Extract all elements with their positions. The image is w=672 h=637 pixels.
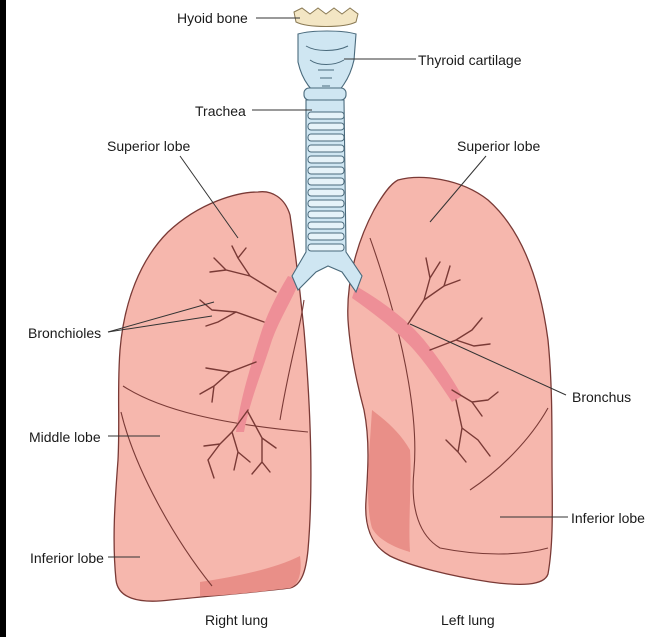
label-trachea: Trachea [195, 103, 246, 119]
tracheal-ring [307, 177, 345, 186]
label-right-lung: Right lung [205, 612, 269, 628]
tracheal-ring [307, 155, 345, 164]
tracheal-ring [307, 122, 345, 131]
tracheal-ring [307, 133, 345, 142]
bronchioles [199, 245, 499, 479]
right-main-bronchus [236, 276, 300, 432]
tracheal-ring [307, 144, 345, 153]
left-lower-fissure [469, 407, 549, 491]
hyoid-bone [293, 7, 359, 27]
tracheal-ring [307, 243, 345, 252]
label-inferior-lobe-right: Inferior lobe [30, 550, 104, 566]
right-horizontal-fissure [122, 385, 309, 433]
tracheal-rings [307, 111, 345, 252]
tracheal-ring [307, 166, 345, 175]
trachea [291, 99, 363, 294]
right-upper-fissure [279, 299, 305, 421]
tracheal-ring [307, 188, 345, 197]
tracheal-ring [307, 111, 345, 120]
label-left-lung: Left lung [441, 612, 495, 628]
label-bronchus: Bronchus [572, 389, 632, 405]
tracheal-ring [307, 199, 345, 208]
left-border-strip [0, 0, 6, 637]
tracheal-ring [307, 210, 345, 219]
bronchi [236, 276, 462, 432]
right-oblique-fissure [120, 411, 213, 587]
label-thyroid-cartilage: Thyroid cartilage [418, 52, 522, 68]
tracheal-ring [307, 221, 345, 230]
right-inferior-lobe-shadow [200, 556, 301, 596]
leader-lines [107, 17, 568, 558]
larynx-detail [305, 45, 349, 87]
label-middle-lobe: Middle lobe [29, 429, 101, 445]
label-superior-lobe-right: Superior lobe [107, 138, 191, 154]
left-main-bronchus [352, 286, 462, 402]
larynx [297, 30, 357, 101]
label-hyoid-bone: Hyoid bone [177, 10, 248, 26]
cricoid-cartilage [303, 87, 347, 101]
left-lung-medial-shadow [368, 410, 411, 552]
tracheal-ring [307, 232, 345, 241]
label-inferior-lobe-left: Inferior lobe [571, 510, 645, 526]
label-bronchioles: Bronchioles [28, 325, 102, 341]
label-superior-lobe-left: Superior lobe [457, 138, 541, 154]
